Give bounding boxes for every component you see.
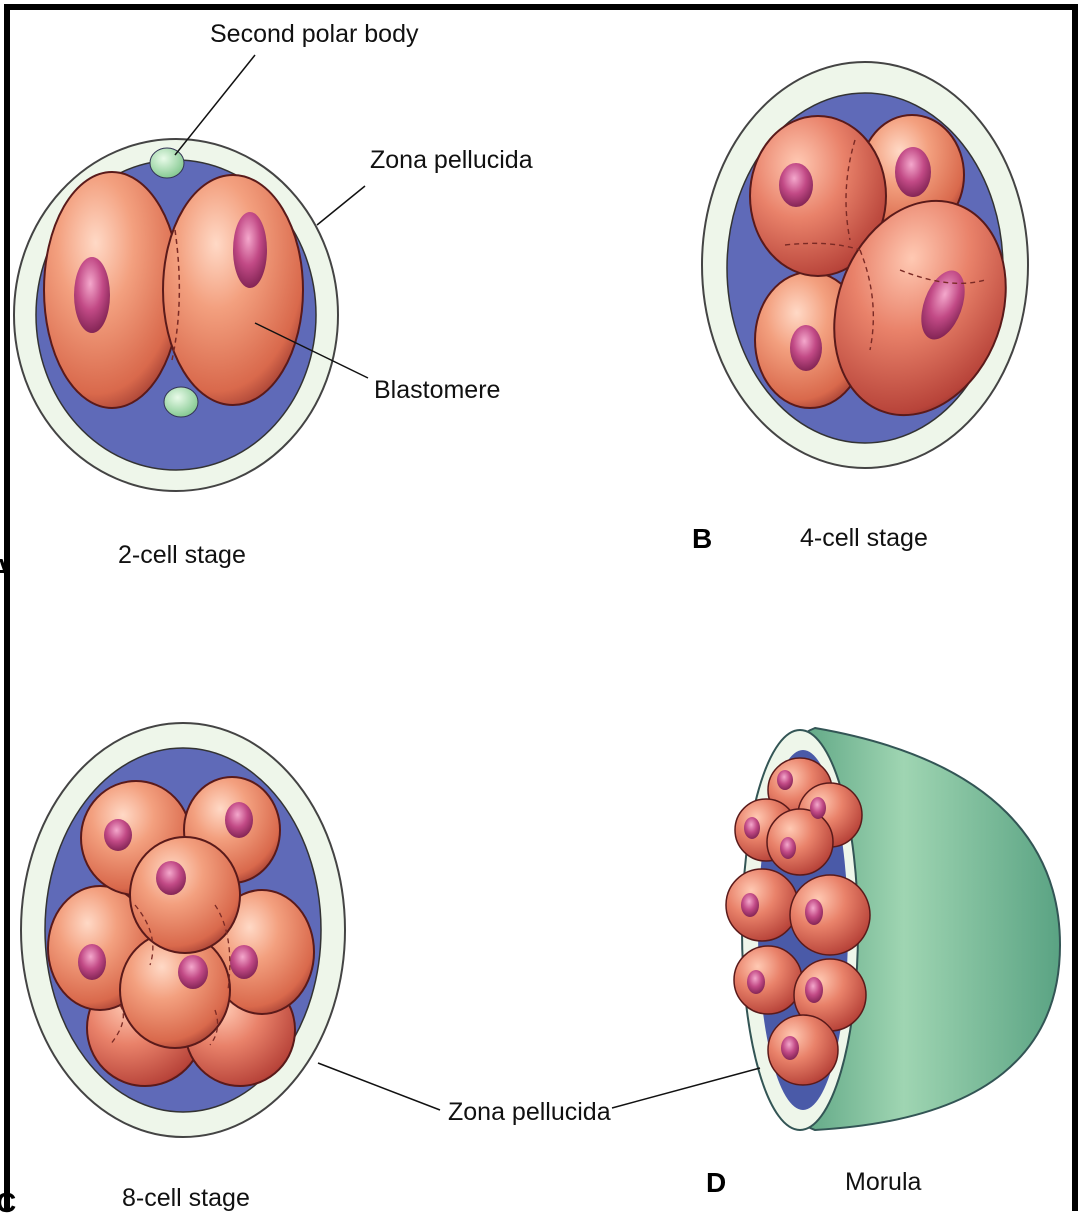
morula-cell bbox=[768, 1015, 838, 1085]
label-zona-pellucida-bottom: Zona pellucida bbox=[448, 1098, 611, 1126]
blastomere-a-left bbox=[44, 172, 180, 408]
leader-second-polar-body bbox=[175, 55, 255, 155]
morula-cell bbox=[790, 875, 870, 955]
label-second-polar-body: Second polar body bbox=[210, 20, 419, 48]
morula-cell bbox=[726, 869, 798, 941]
nucleus-b-upper-right bbox=[895, 147, 931, 197]
polar-body-top bbox=[150, 148, 184, 178]
blastomere-a-right bbox=[163, 175, 303, 405]
morula-nucleus bbox=[741, 893, 759, 917]
nucleus-c-left bbox=[78, 944, 106, 980]
morula-nucleus bbox=[781, 1036, 799, 1060]
panel-letter-a: A bbox=[0, 553, 10, 584]
leader-zona-bottom-left bbox=[318, 1063, 440, 1110]
panel-c-eight-cell bbox=[21, 723, 345, 1137]
morula-cell bbox=[767, 809, 833, 875]
panel-a-two-cell bbox=[14, 55, 368, 491]
caption-morula: Morula bbox=[845, 1168, 922, 1196]
nucleus-b-lower-left bbox=[790, 325, 822, 371]
caption-4-cell-stage: 4-cell stage bbox=[800, 524, 928, 552]
polar-body-bottom bbox=[164, 387, 198, 417]
leader-zona-bottom-right bbox=[612, 1068, 760, 1108]
caption-8-cell-stage: 8-cell stage bbox=[122, 1184, 250, 1212]
morula-nucleus bbox=[810, 797, 826, 819]
panel-letter-c: C bbox=[0, 1187, 16, 1213]
morula-nucleus bbox=[744, 817, 760, 839]
blastomere-c-center-top bbox=[130, 837, 240, 953]
morula-nucleus bbox=[747, 970, 765, 994]
morula-nucleus bbox=[780, 837, 796, 859]
morula-nucleus bbox=[805, 899, 823, 925]
nucleus-c-right bbox=[230, 945, 258, 979]
nucleus-c-top-right bbox=[225, 802, 253, 838]
morula-nucleus bbox=[805, 977, 823, 1003]
nucleus-b-upper-left bbox=[779, 163, 813, 207]
panel-letter-d: D bbox=[706, 1167, 726, 1198]
nucleus-c-center-bottom bbox=[178, 955, 208, 989]
morula-nucleus bbox=[777, 770, 793, 790]
morula-cell bbox=[734, 946, 802, 1014]
nucleus-c-center-top bbox=[156, 861, 186, 895]
nucleus-a-right bbox=[233, 212, 267, 288]
panel-d-morula bbox=[726, 728, 1060, 1130]
panel-letter-b: B bbox=[692, 523, 712, 554]
panel-b-four-cell bbox=[702, 62, 1035, 468]
nucleus-a-left bbox=[74, 257, 110, 333]
leader-zona-top bbox=[317, 186, 365, 225]
label-blastomere: Blastomere bbox=[374, 376, 500, 404]
label-zona-pellucida-top: Zona pellucida bbox=[370, 146, 533, 174]
nucleus-c-top-left bbox=[104, 819, 132, 851]
caption-2-cell-stage: 2-cell stage bbox=[118, 541, 246, 569]
